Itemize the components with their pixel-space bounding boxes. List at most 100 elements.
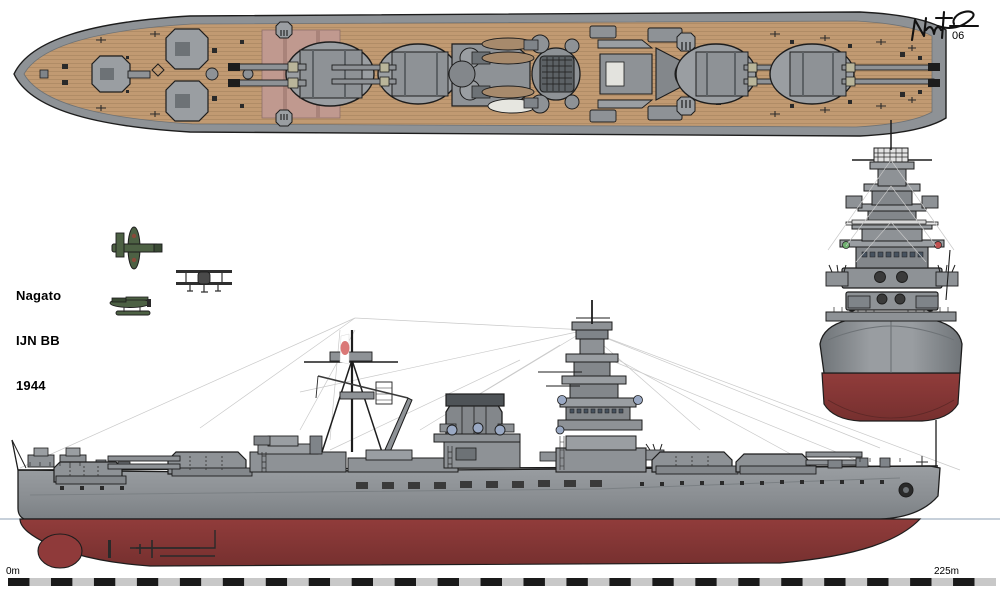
scale-segment [179,578,202,586]
scale-segment [523,578,545,586]
scale-segment [716,578,739,586]
bowview-bilge-line [827,399,955,419]
scale-segment [330,578,352,586]
scale-segment [72,578,94,586]
scale-segment [158,578,180,586]
plan-bridge-structure [448,37,537,114]
scale-segment [136,578,159,586]
profile-funnel [433,393,521,469]
bowview-pagoda [839,120,945,269]
plan-aa-mounts [275,21,696,127]
scale-segment [373,578,395,586]
scale-segment [802,578,825,586]
plan-turret-1 [91,55,151,93]
profile-shafts-aft [136,530,216,557]
scale-segment [630,578,653,586]
scale-segment [308,578,331,586]
scale-segment [459,578,481,586]
profile-hull-lower [19,518,922,567]
scale-segment [416,578,438,586]
scale-segment [394,578,417,586]
profile-pagoda-bridge [538,300,665,473]
scale-segment [8,578,30,586]
scale-segment [974,578,996,586]
profile-forecastle [827,420,937,498]
profile-searchlight [633,395,643,405]
profile-view [0,300,1000,569]
profile-searchlight [557,395,567,405]
bowview-boom [945,249,951,301]
bowview-turret-lower [845,291,939,311]
profile-searchlight [494,424,506,436]
bowview-nav-light-stbd [934,241,942,249]
scale-segment [265,578,288,586]
scale-segment [351,578,374,586]
profile-searchlight [555,425,565,435]
scale-segment [502,578,524,586]
plan-main-turret-2 [331,43,459,105]
scale-segment [437,578,460,586]
profile-searchlight [446,424,458,436]
ship-caption: Nagato IJN BB 1944 [16,258,61,423]
profile-midship-deckhouse [347,449,459,473]
scale-segment [781,578,803,586]
scale-segment [93,578,116,586]
scale-label-end: 225m [934,566,960,577]
caption-ship-name: Nagato [16,288,62,303]
scale-segment [824,578,846,586]
bow-view [819,120,963,422]
plan-turret-3 [165,80,209,122]
profile-turret-3 [107,451,253,477]
plan-main-turret-4 [769,43,940,105]
scale-segment [931,578,954,586]
plan-view [13,11,947,137]
artist-signature [910,10,980,42]
scale-segment [609,578,631,586]
bowview-flare-line [827,325,955,341]
scale-segment [587,578,610,586]
profile-mainmast [304,330,398,453]
scale-segment [910,578,932,586]
profile-searchlight [472,422,484,434]
scale-segment [867,578,889,586]
caption-navy-type: IJN BB [16,333,60,348]
bowview-radar-antenna [873,147,909,163]
plan-stern-fittings [900,52,922,97]
aircraft-floatplane-side [109,296,151,316]
japanese-naval-ensign [339,333,350,365]
scale-segment [544,578,567,586]
profile-railing [29,458,901,466]
profile-portholes [60,480,884,490]
scale-segment [201,578,223,586]
scale-segment [115,578,137,586]
scale-segment [652,578,674,586]
plan-turret-2 [165,28,209,70]
aircraft-monoplane-plan [111,226,163,270]
profile-rudder-props [108,540,111,558]
bowview-rigging [827,159,955,263]
scale-segment [29,578,51,586]
plan-main-turret-1 [228,41,375,107]
scale-segment [888,578,911,586]
scale-segment [673,578,696,586]
profile-casemates [356,480,602,489]
profile-bulbous-bow [37,533,83,569]
caption-year: 1944 [16,378,46,393]
plan-deck-seam [283,30,287,118]
scale-segment [695,578,717,586]
profile-rigging [19,317,961,479]
scale-segment [222,578,245,586]
plan-funnel [523,34,581,114]
scale-segment [480,578,502,586]
bowview-forecastle-deck [825,311,957,322]
profile-turret-2 [651,451,739,475]
profile-aft-deckhouse [249,435,347,473]
bowview-turret-upper [825,264,959,289]
scale-segment [566,578,588,586]
scale-segment [738,578,760,586]
scale-segment [50,578,73,586]
profile-crane [315,375,413,453]
plan-deck-cleats [96,31,916,117]
